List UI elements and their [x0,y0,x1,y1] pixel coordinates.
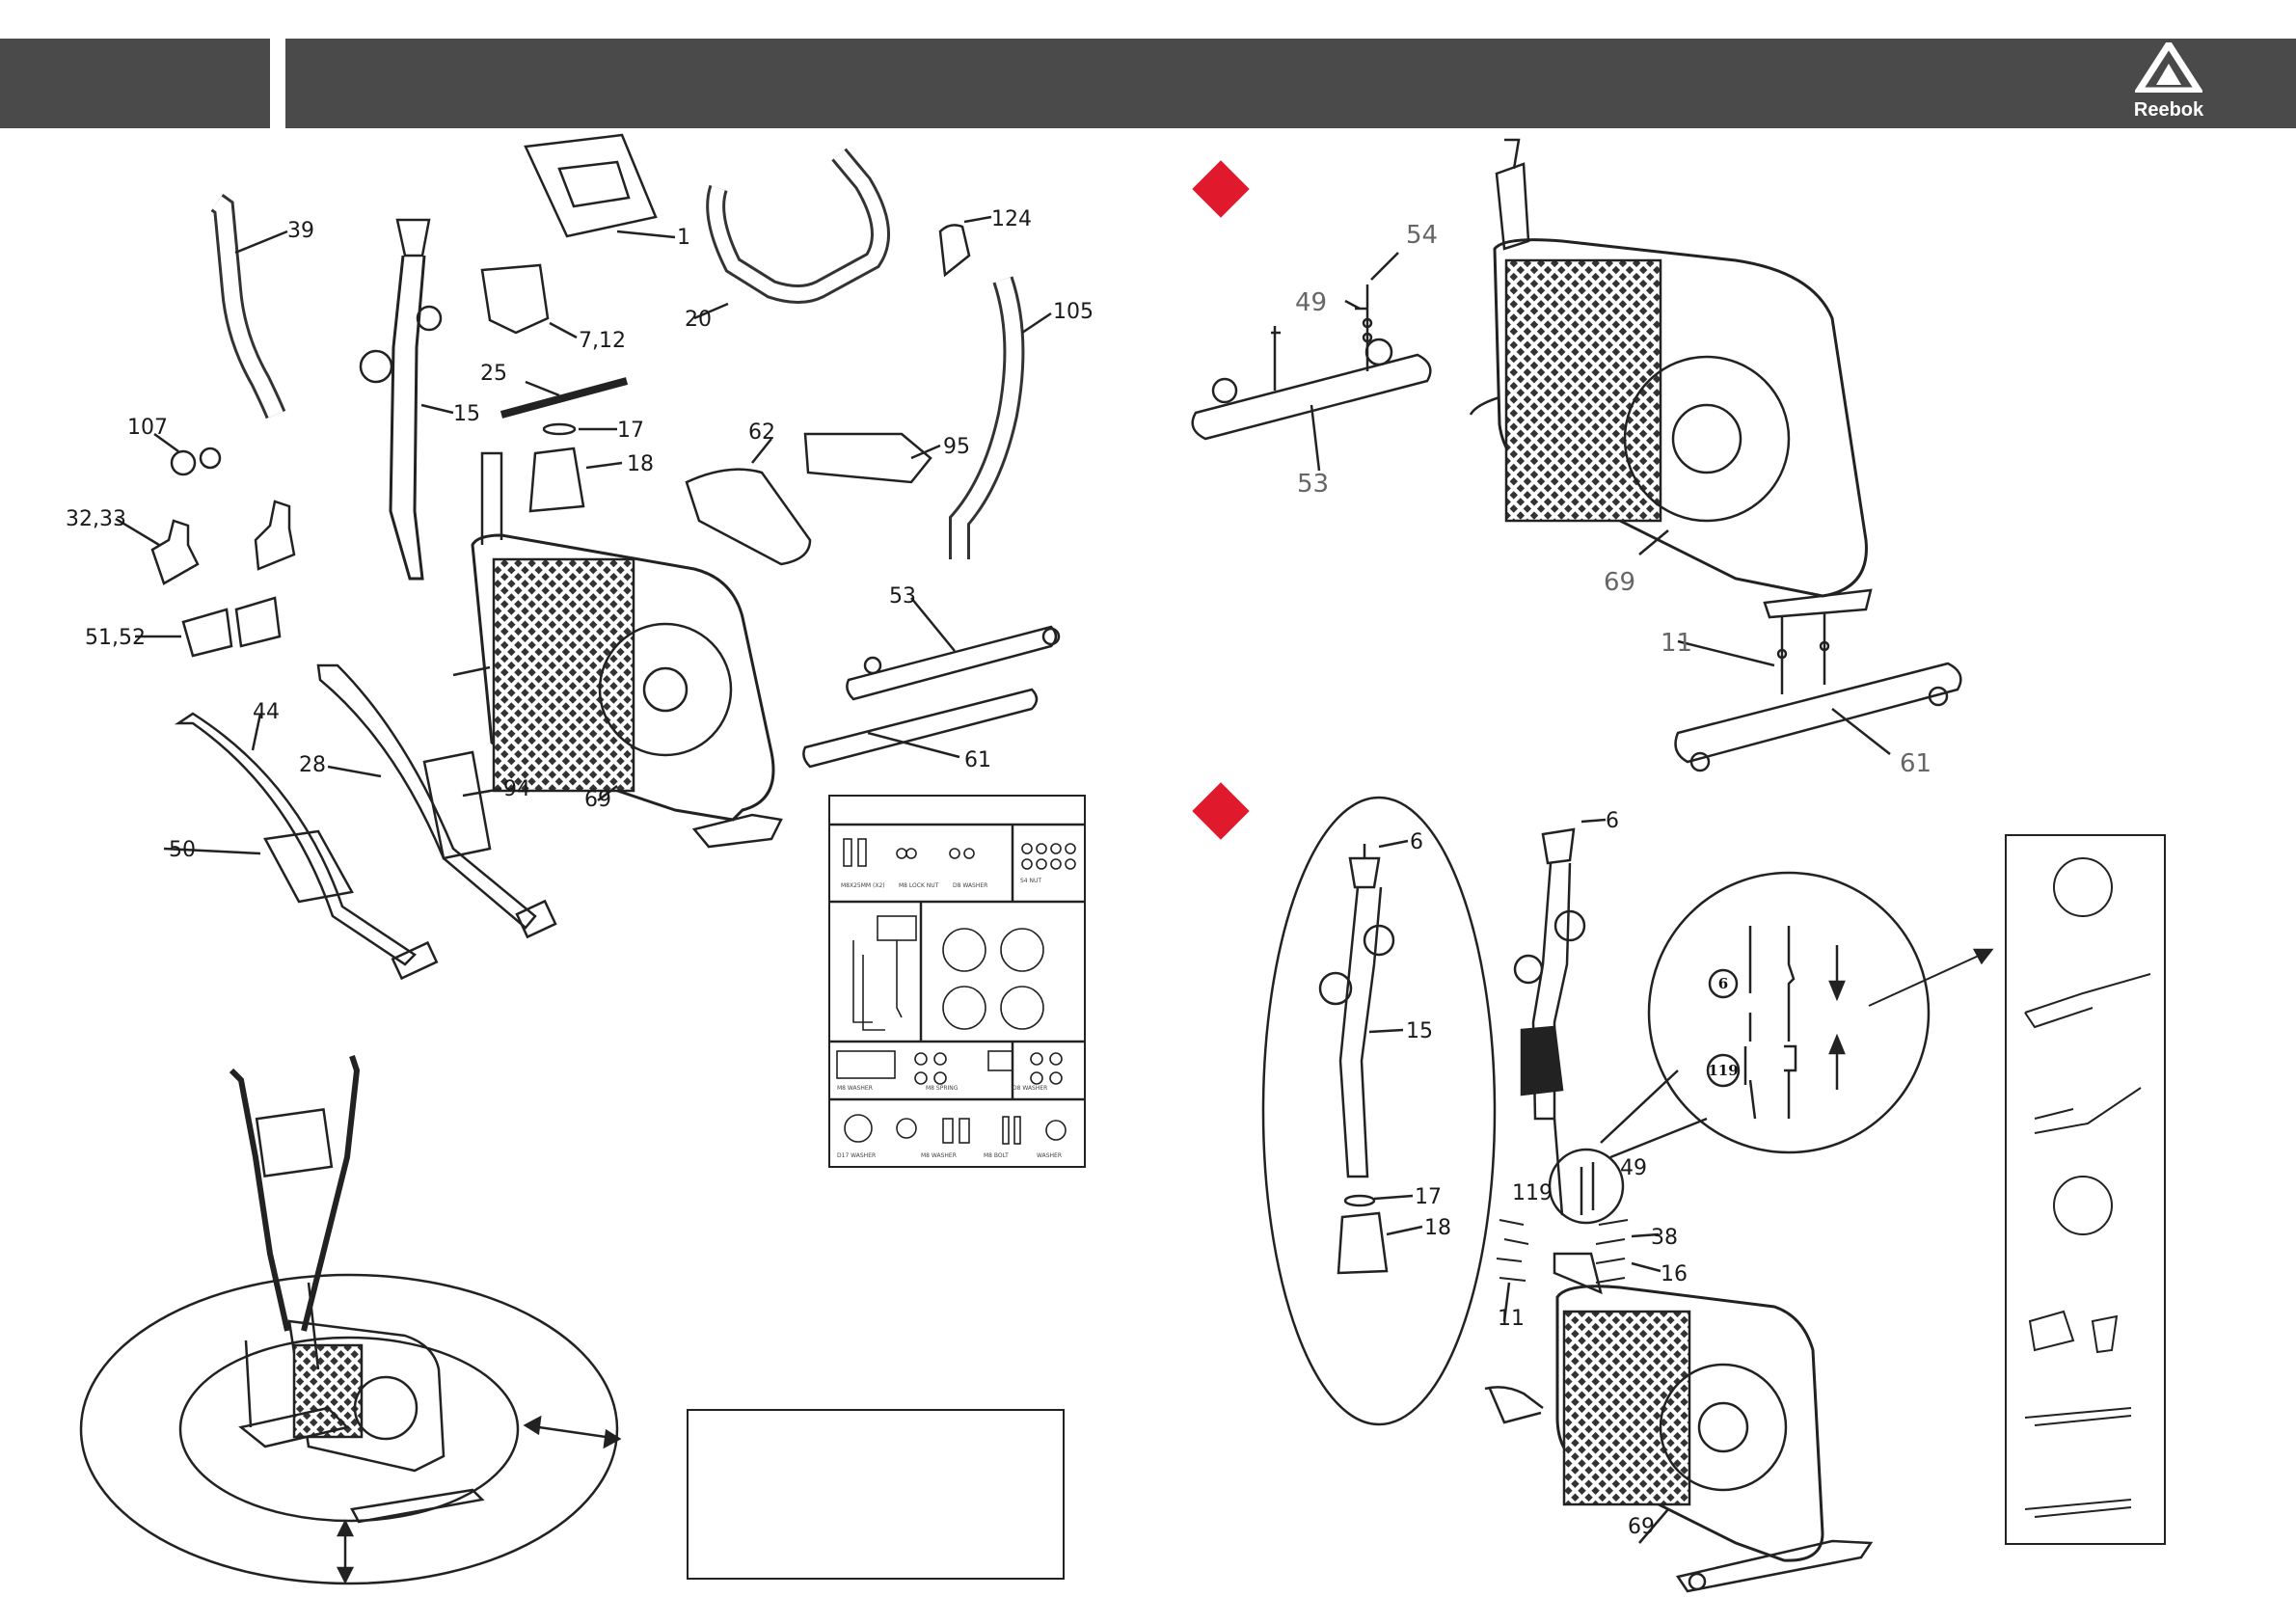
part-label: 39 [287,219,314,243]
svg-text:WASHER: WASHER [1037,1152,1062,1159]
svg-text:M8 BOLT: M8 BOLT [984,1152,1009,1159]
part-label: 53 [889,584,916,609]
svg-text:M8 WASHER: M8 WASHER [837,1085,873,1092]
svg-text:S4 NUT: S4 NUT [1020,878,1041,884]
part-label: 15 [1406,1019,1433,1043]
svg-text:M8X25MM (X2): M8X25MM (X2) [841,882,885,889]
part-label: 6 [1606,809,1619,833]
svg-text:M8 SPRING: M8 SPRING [926,1085,959,1092]
part-label: 28 [299,753,326,777]
svg-text:D8 WASHER: D8 WASHER [1013,1085,1047,1092]
part-label: 16 [1661,1262,1688,1286]
part-label: 7,12 [579,329,626,353]
part-label: 15 [453,402,480,426]
part-label: 17 [1415,1185,1442,1209]
part-label: 17 [617,419,644,443]
part-label: 124 [991,207,1032,231]
part-label: 51,52 [85,626,146,650]
part-label: 107 [127,416,168,440]
part-label: 50 [169,838,196,862]
part-label: 94 [503,777,530,801]
part-label: 61 [1900,749,1931,778]
part-label: 69 [584,788,611,812]
part-label: 54 [1406,221,1438,250]
step-marker-diamond [1192,160,1249,217]
part-label: 69 [1628,1515,1655,1539]
part-label: 25 [480,362,507,386]
svg-text:M8 WASHER: M8 WASHER [921,1152,957,1159]
part-label: 11 [1498,1307,1525,1331]
part-label: 95 [943,435,970,459]
part-label: 20 [685,308,712,332]
part-label: 11 [1661,629,1692,658]
part-label: 61 [964,748,991,772]
svg-text:D17 WASHER: D17 WASHER [837,1152,876,1159]
svg-text:D8 WASHER: D8 WASHER [953,882,987,889]
part-label: 69 [1604,568,1635,597]
part-label: 38 [1651,1226,1678,1250]
callout-label: 6 [1718,975,1728,992]
step-marker-diamond [1192,782,1249,839]
part-label: 6 [1410,830,1423,854]
part-label: 1 [677,226,690,250]
part-label: 44 [253,700,280,724]
callout-label: 119 [1708,1062,1738,1079]
part-label: 105 [1053,300,1094,324]
part-label: 62 [748,420,775,445]
svg-text:M8 LOCK NUT: M8 LOCK NUT [899,882,939,889]
part-label: 119 [1512,1181,1553,1205]
part-label: 49 [1295,288,1327,317]
part-label: 18 [627,452,654,476]
part-label: 32,33 [66,507,126,531]
part-label: 18 [1424,1216,1451,1240]
part-label: 49 [1620,1156,1647,1180]
part-label: 53 [1297,470,1329,499]
